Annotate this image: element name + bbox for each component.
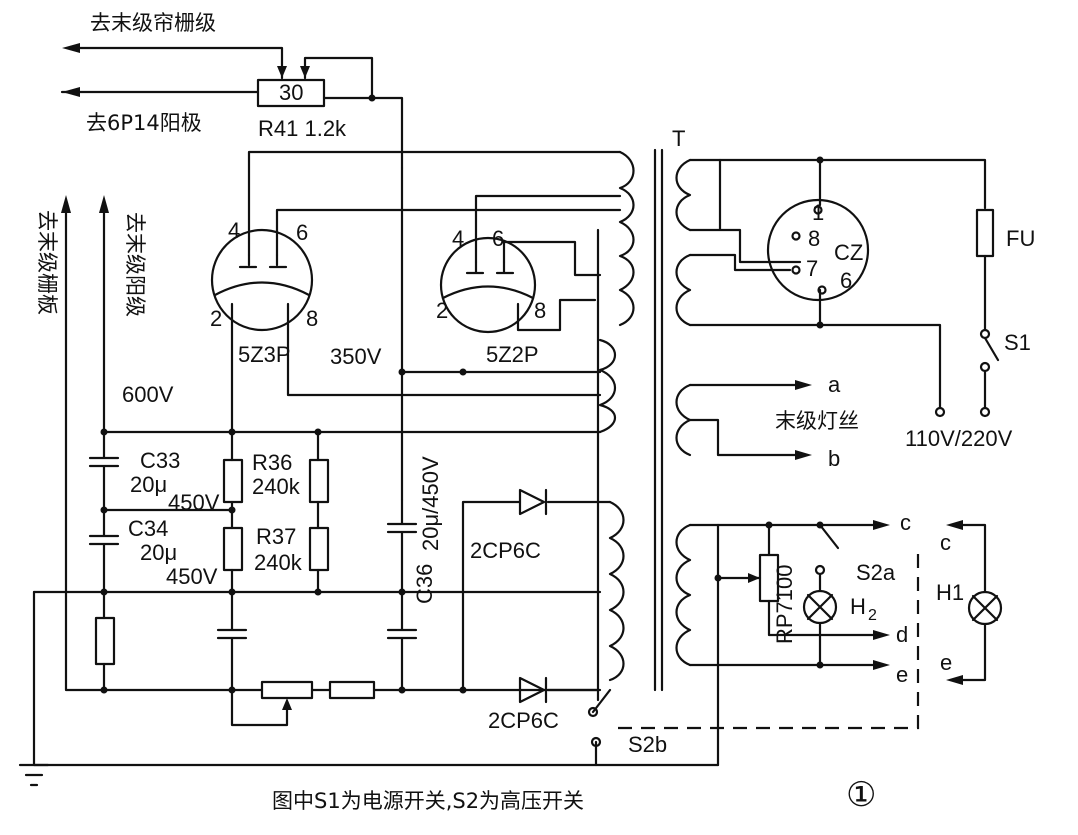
cz-pin6: 6 [840,268,852,293]
terminal-e: e [896,662,908,687]
c34-voltage: 450V [166,564,218,589]
tube-5z3p [210,150,622,332]
s2b-label: S2b [628,732,667,757]
r37-label: R37 [256,524,296,549]
r41-label: R41 1.2k [258,116,347,141]
v600-label: 600V [122,382,174,407]
h2-label: H [850,594,866,619]
tube2-pin8: 8 [534,298,546,323]
label-to-final-anode: 去末级阳级 [123,212,147,317]
c33-voltage: 450V [168,490,220,515]
h1-label: H1 [936,580,964,605]
tube1-pin4: 4 [228,218,240,243]
filament-b: b [828,446,840,471]
rp-label: RP7100 [772,564,797,644]
c33-c34-capacitors [88,430,234,594]
h2-subscript: 2 [868,607,877,624]
diode-bot-label: 2CP6C [488,708,559,733]
r36-value: 240k [252,474,301,499]
figure-number: ① [846,775,876,815]
filament-label: 末级灯丝 [775,409,859,433]
v350-label: 350V [330,344,382,369]
cz-socket [766,198,870,302]
transformer-label: T [672,126,685,151]
tube1-pin2: 2 [210,306,222,331]
tube1-name: 5Z3P [238,342,291,367]
tube2-pin6: 6 [492,226,504,251]
cz-pin7: 7 [806,256,818,281]
label-to-final-grid: 去末级栅板 [35,210,59,315]
transformer-primary-left [618,150,635,327]
r41-resistor [256,78,326,108]
tube2-pin4: 4 [452,226,464,251]
terminal-c: c [900,510,911,535]
mains-label: 110V/220V [905,426,1013,451]
terminal-e2: e [940,650,952,675]
caption: 图中S1为电源开关,S2为高压开关 [272,789,584,813]
label-to-screen-grid: 去末级帘栅级 [90,11,216,35]
c36-value: 20μ/450V [418,456,443,551]
c34-label: C34 [128,516,168,541]
c34-value: 20μ [140,540,177,565]
c33-value: 20μ [130,472,167,497]
tube2-pin2: 2 [436,298,448,323]
filament-a: a [828,372,841,397]
r37-value: 240k [254,550,303,575]
r41-value: 30 [279,80,303,105]
cz-label: CZ [834,240,863,265]
output-arrows-top [60,43,374,100]
tube1-pin8: 8 [306,306,318,331]
tube1-pin6: 6 [296,220,308,245]
tube2-name: 5Z2P [486,342,539,367]
fu-label: FU [1006,226,1035,251]
s2a-label: S2a [856,560,896,585]
tube-5z2p [439,194,622,334]
terminal-d: d [896,622,908,647]
s1-label: S1 [1004,330,1031,355]
c33-label: C33 [140,448,180,473]
cz-pin8: 8 [808,226,820,251]
r36-label: R36 [252,450,292,475]
c36-label: C36 [412,564,437,604]
cz-pin1: 1 [812,200,824,225]
label-to-6p14: 去6P14阳极 [86,111,202,135]
terminal-c2: c [940,530,951,555]
diode-mid-label: 2CP6C [470,538,541,563]
